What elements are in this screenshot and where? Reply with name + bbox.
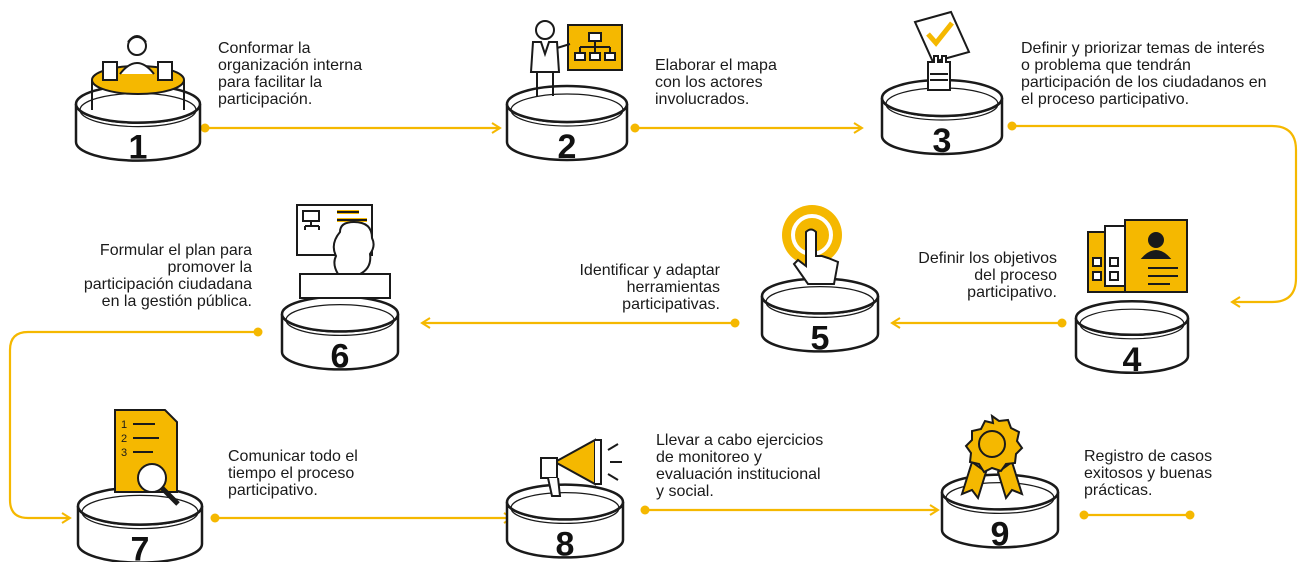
connector-3-4 <box>1012 124 1298 308</box>
svg-text:3: 3 <box>121 447 127 459</box>
step-1-description: Conformar la organización interna para f… <box>218 40 363 108</box>
pedestal-step-9: 9 <box>940 473 1060 553</box>
touch-button-icon <box>782 205 842 285</box>
step-3-description: Definir y priorizar temas de interés o p… <box>1021 40 1267 108</box>
step-number-9: 9 <box>991 515 1010 553</box>
step-number-8: 8 <box>556 525 575 562</box>
pedestal-step-3: 3 <box>880 78 1004 160</box>
document-magnifier-icon: 1 2 3 <box>114 409 180 506</box>
step-number-5: 5 <box>811 319 830 357</box>
step-number-4: 4 <box>1123 341 1142 379</box>
step-number-6: 6 <box>331 337 350 375</box>
megaphone-icon <box>540 438 622 497</box>
step-7-description: Comunicar todo el tiempo el proceso part… <box>228 448 358 499</box>
step-8-description: Llevar a cabo ejercicios de monitoreo y … <box>656 432 824 500</box>
checkmark-vote-icon <box>913 10 971 91</box>
pedestal-step-7: 7 <box>76 486 204 567</box>
step-4-description: Definir los objetivos del proceso partic… <box>918 250 1057 301</box>
step-number-3: 3 <box>933 122 952 160</box>
presentation-board-icon <box>296 204 391 299</box>
presenter-org-chart-icon <box>529 20 623 96</box>
step-number-2: 2 <box>558 128 577 166</box>
pedestal-step-1: 1 <box>74 84 202 167</box>
step-5-description: Identificar y adaptar herramientas parti… <box>579 262 720 313</box>
pedestals: 1 2 3 4 5 6 7 8 9 <box>74 78 1190 567</box>
svg-text:1: 1 <box>121 419 127 431</box>
award-ribbon-icon <box>960 413 1024 501</box>
profile-cards-icon <box>1087 219 1188 293</box>
connector-6-7 <box>8 330 258 524</box>
svg-text:2: 2 <box>121 433 127 445</box>
step-number-1: 1 <box>129 129 148 167</box>
step-2-description: Elaborar el mapa con los actores involuc… <box>655 57 777 108</box>
pedestal-step-2: 2 <box>505 84 629 166</box>
pedestal-step-6: 6 <box>280 295 400 375</box>
connectors <box>8 121 1298 524</box>
step-number-7: 7 <box>131 531 150 562</box>
pedestal-step-8: 8 <box>505 483 625 563</box>
step-9-description: Registro de casos exitosos y buenas prác… <box>1084 448 1213 499</box>
pedestal-step-4: 4 <box>1074 299 1190 379</box>
meeting-table-icon <box>91 35 185 110</box>
step-6-description: Formular el plan para promover la partic… <box>83 242 252 310</box>
pedestal-step-5: 5 <box>760 277 880 357</box>
